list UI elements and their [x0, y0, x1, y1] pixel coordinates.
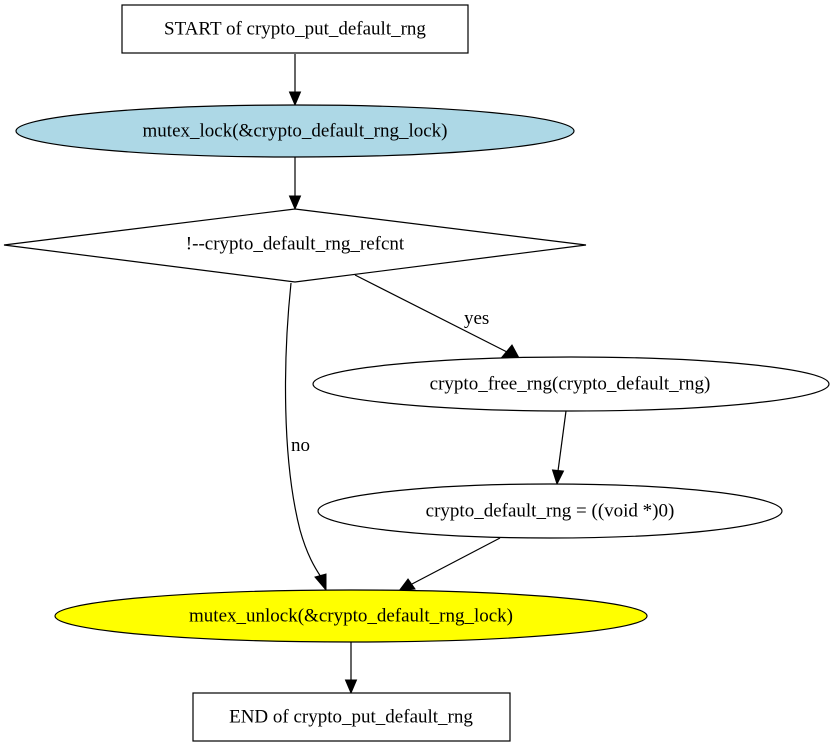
- refcnt-diamond: [3, 208, 587, 283]
- node-mutex-unlock: mutex_unlock(&crypto_default_rng_lock): [54, 589, 648, 643]
- edge-decision-to-unlock: [284, 282, 327, 592]
- crypto-free-rng-label: crypto_free_rng(crypto_default_rng): [430, 373, 711, 394]
- assign-null-ellipse: [317, 483, 783, 539]
- start-label: START of crypto_put_default_rng: [164, 18, 426, 39]
- crypto-free-rng-ellipse: [312, 356, 830, 412]
- node-crypto-free-rng: crypto_free_rng(crypto_default_rng): [312, 356, 830, 412]
- node-start: START of crypto_put_default_rng: [121, 4, 469, 54]
- edge-decision-to-free: [354, 274, 520, 359]
- edge-free-to-assign: [551, 410, 567, 486]
- mutex-unlock-label: mutex_unlock(&crypto_default_rng_lock): [189, 605, 513, 626]
- node-mutex-lock: mutex_lock(&crypto_default_rng_lock): [15, 104, 575, 158]
- mutex-lock-label: mutex_lock(&crypto_default_rng_lock): [143, 120, 448, 141]
- edge-lock-to-decision: [288, 157, 302, 211]
- edge-assign-to-unlock: [397, 537, 501, 592]
- node-assign-null: crypto_default_rng = ((void *)0): [317, 483, 783, 539]
- end-box: [192, 692, 511, 742]
- edge-label-no: no: [291, 435, 310, 456]
- node-end: END of crypto_put_default_rng: [192, 692, 511, 742]
- assign-null-label: crypto_default_rng = ((void *)0): [426, 500, 675, 521]
- node-refcnt-decision: !--crypto_default_rng_refcnt: [3, 208, 587, 283]
- edge-start-to-lock: [288, 54, 302, 107]
- start-box: [121, 4, 469, 54]
- mutex-unlock-ellipse: [54, 589, 648, 643]
- end-label: END of crypto_put_default_rng: [229, 706, 473, 727]
- edge-unlock-to-end: [344, 642, 358, 695]
- edge-label-yes: yes: [464, 308, 489, 329]
- refcnt-label: !--crypto_default_rng_refcnt: [186, 233, 405, 254]
- mutex-lock-ellipse: [15, 104, 575, 158]
